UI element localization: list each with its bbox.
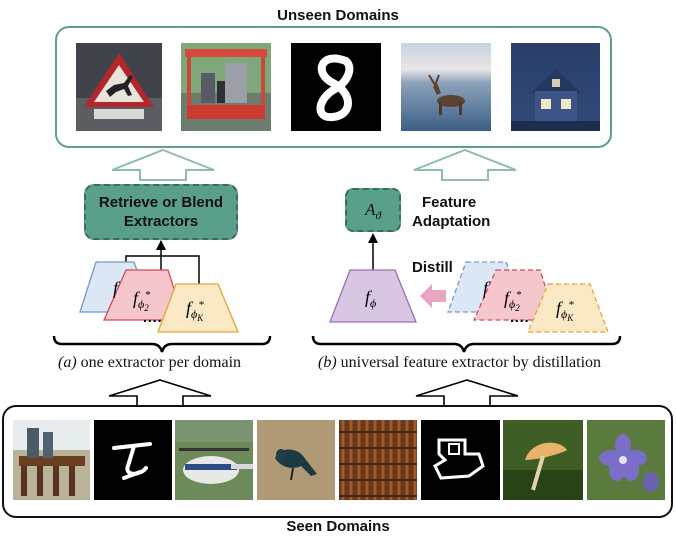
distill-arrow-icon xyxy=(420,284,446,308)
elk-icon xyxy=(401,43,491,131)
left-extractor-3-f: f xyxy=(186,298,192,318)
right-extractor-2-sup: * xyxy=(515,289,522,301)
left-extractor-3-label: fϕK * xyxy=(186,298,204,323)
right-extractor-3-subsub: K xyxy=(567,313,574,323)
right-extractor-2-f: f xyxy=(504,288,510,308)
unseen-domains-panel xyxy=(55,26,612,148)
universal-f: f xyxy=(365,287,371,307)
right-ellipsis: .... xyxy=(510,309,530,325)
adapter-sub: ϑ xyxy=(375,210,381,222)
right-extractor-2-subsub: 2 xyxy=(515,303,520,313)
feature-label-line1: Feature xyxy=(422,194,477,211)
right-extractor-3-sup: * xyxy=(568,299,574,311)
unseen-domains-title: Unseen Domains xyxy=(277,7,399,24)
caption-a-label: (a) xyxy=(58,354,77,371)
distill-label: Distill xyxy=(412,259,453,276)
left-extractor-2-f: f xyxy=(133,288,139,308)
handwritten-character-icon xyxy=(94,420,172,500)
left-extractor-2-label: fϕ2 * xyxy=(133,288,150,313)
adapter-label: A xyxy=(365,200,376,219)
right-extractor-2-sub: ϕ xyxy=(509,297,516,311)
up-arrow-left-icon xyxy=(111,148,215,181)
universal-extractor-shape xyxy=(329,269,417,323)
caption-b-text: universal feature extractor by distillat… xyxy=(340,354,602,371)
marimba-icon xyxy=(13,420,90,500)
caption-a-text: one extractor per domain xyxy=(80,354,242,371)
right-extractor-3-sub: ϕ xyxy=(561,307,568,321)
texture-icon xyxy=(339,420,417,500)
universal-extractor-label: fϕ xyxy=(365,287,376,311)
helicopter-icon xyxy=(175,420,253,500)
up-arrow-seen-left-icon xyxy=(108,379,212,407)
flower-icon xyxy=(587,420,665,500)
caption-b: (b) universal feature extractor by disti… xyxy=(318,354,601,372)
right-extractor-3-label: fϕK * xyxy=(556,298,574,323)
extractor-3-shape xyxy=(157,283,239,333)
feature-adaptation-label: Feature Adaptation xyxy=(412,193,490,231)
mushroom-icon xyxy=(503,420,583,500)
handwritten-digit-icon xyxy=(291,43,381,131)
left-extractor-2-sup: * xyxy=(144,289,151,301)
seen-domains-panel xyxy=(2,405,673,518)
left-extractor-3-subsub: K xyxy=(197,313,204,323)
retrieve-blend-box: Retrieve or Blend Extractors xyxy=(84,184,238,240)
right-extractor-3-f: f xyxy=(556,298,562,318)
retrieve-blend-line1: Retrieve or Blend xyxy=(98,194,224,211)
right-extractor-1-label: f xyxy=(483,278,489,298)
left-extractor-1-label: f xyxy=(113,278,119,298)
left-extractor-2-sub: ϕ xyxy=(138,297,145,311)
right-extractor-2-label: fϕ2 * xyxy=(504,288,521,313)
left-extractor-3-sup: * xyxy=(198,299,204,311)
retrieve-blend-line2: Extractors xyxy=(123,213,199,230)
left-extractor-2-subsub: 2 xyxy=(144,303,149,313)
caption-a: (a) one extractor per domain xyxy=(58,354,241,372)
ferry-icon xyxy=(181,43,271,131)
right-extractor-3-shape xyxy=(527,283,609,333)
feature-label-line2: Adaptation xyxy=(412,213,491,230)
seen-domains-title: Seen Domains xyxy=(286,518,390,535)
house-icon xyxy=(511,43,600,131)
traffic-sign-icon xyxy=(76,43,162,131)
universal-sub: ϕ xyxy=(370,296,377,310)
caption-b-label: (b) xyxy=(318,354,337,371)
left-extractor-3-sub: ϕ xyxy=(191,307,198,321)
bird-icon xyxy=(257,420,335,500)
sketch-icon xyxy=(421,420,500,500)
up-arrow-right-icon xyxy=(413,148,517,181)
up-arrow-seen-right-icon xyxy=(415,379,519,407)
adaptation-box: Aϑ xyxy=(345,188,401,232)
left-ellipsis: .... xyxy=(143,309,163,325)
